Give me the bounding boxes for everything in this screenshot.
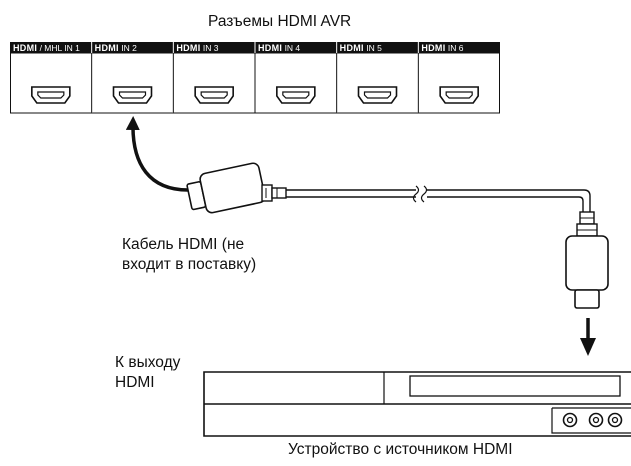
hdmi-socket-inner-6 [445, 91, 473, 99]
port-label-5: HDMI IN 5 [340, 43, 382, 53]
source-device [203, 371, 631, 437]
connect-arrow [125, 116, 189, 192]
avr-connectors-title: Разъемы HDMI AVR [208, 13, 352, 30]
cable-label-line2: входит в поставку) [122, 256, 257, 273]
down-arrow-head [580, 338, 596, 356]
source-device-label: Устройство с источником HDMI [288, 441, 513, 458]
port-label-3: HDMI IN 3 [176, 43, 218, 53]
output-label-line1: К выходу [115, 354, 181, 371]
cable-label-line1: Кабель HDMI (не [122, 236, 245, 253]
hdmi-socket-inner-5 [363, 91, 392, 99]
output-label-line2: HDMI [115, 374, 155, 391]
rca-jacks [562, 412, 623, 428]
port-label-1: HDMI / MHL IN 1 [13, 43, 80, 53]
hdmi-socket-inner-3 [200, 91, 228, 99]
cable-plug-right [565, 211, 609, 309]
hdmi-socket-inner-2 [118, 91, 147, 99]
avr-connector-panel: HDMI / MHL IN 1 HDMI IN 2 HDMI IN 3 HDMI IN… [10, 42, 500, 114]
hdmi-cable [286, 185, 591, 212]
hdmi-socket-inner-1 [37, 91, 65, 99]
hdmi-socket-inner-4 [282, 91, 310, 99]
port-label-4: HDMI IN 4 [258, 43, 300, 53]
port-label-2: HDMI IN 2 [95, 43, 137, 53]
port-label-6: HDMI IN 6 [421, 43, 463, 53]
cable-plug-left [186, 162, 287, 214]
